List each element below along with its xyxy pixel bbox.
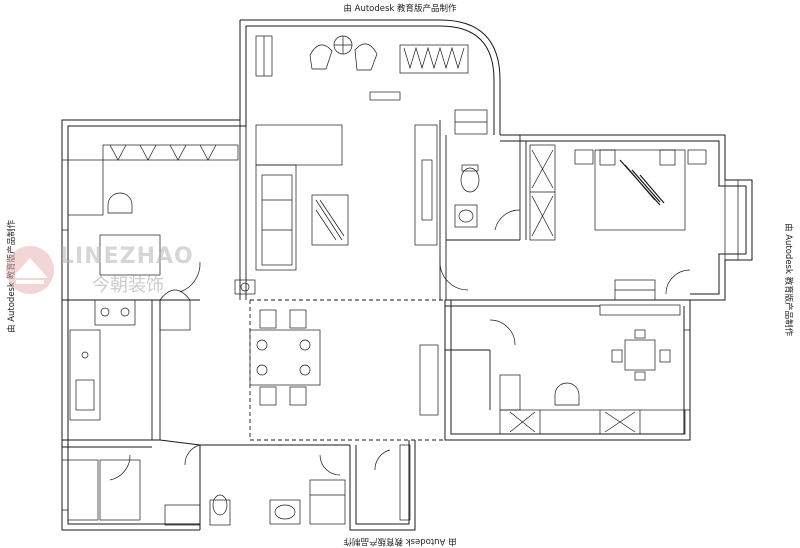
- outer-walls: [61, 19, 753, 531]
- bedroom-furniture: [499, 144, 707, 435]
- balcony-furniture: [309, 35, 469, 74]
- kitchen-furniture: [67, 144, 439, 421]
- living-furniture: [234, 124, 438, 295]
- windows: [61, 35, 753, 511]
- bathroom-fixtures: [67, 164, 480, 526]
- logo-name: LINEZHAO: [60, 244, 194, 269]
- watermark-top: 由 Autodesk 教育版产品制作: [343, 4, 457, 14]
- door-swings: [109, 209, 691, 481]
- logo-watermark: [6, 246, 54, 294]
- logo-subtitle: 今朝装饰: [92, 275, 164, 296]
